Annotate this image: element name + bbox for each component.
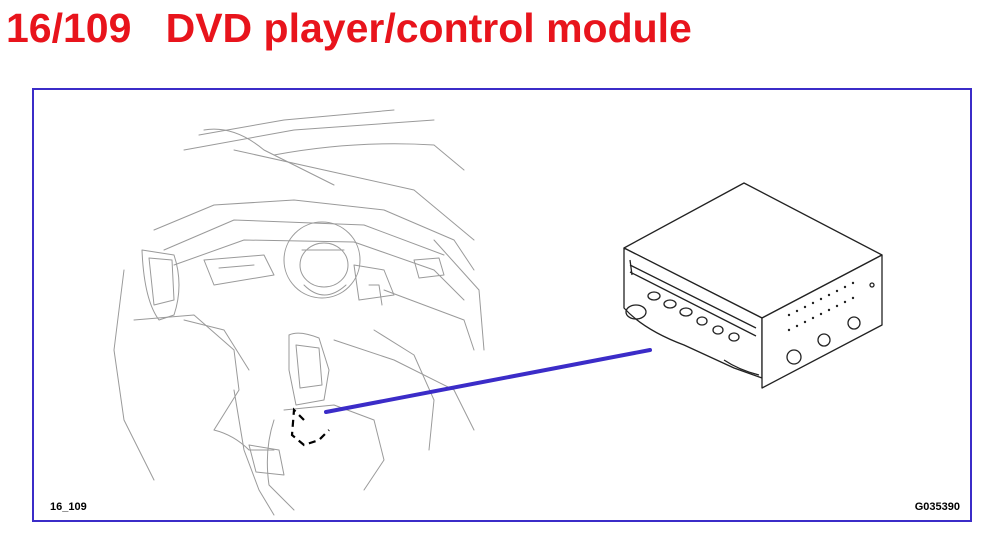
figure-label-left: 16_109 xyxy=(50,501,87,513)
dvd-player-unit xyxy=(623,182,883,389)
dashboard-outline xyxy=(153,199,475,271)
dvd-unit-front xyxy=(623,247,763,379)
front-right-headrest xyxy=(288,332,330,406)
steering-wheel xyxy=(283,221,361,299)
title-number: 16/109 xyxy=(6,5,132,51)
location-marker xyxy=(290,407,330,447)
dvd-connector-pins xyxy=(787,281,855,332)
title-text: DVD player/control module xyxy=(165,5,692,51)
dvd-unit-side xyxy=(761,254,883,389)
diagram-frame: 16_109 G035390 xyxy=(32,88,972,522)
leader-line xyxy=(324,348,652,414)
diagram-artwork xyxy=(113,109,883,516)
roof-line xyxy=(198,109,395,136)
page-title: 16/109 DVD player/control module xyxy=(6,0,692,56)
vehicle-interior-drawing xyxy=(113,109,485,516)
figure-label-right: G035390 xyxy=(914,501,960,513)
